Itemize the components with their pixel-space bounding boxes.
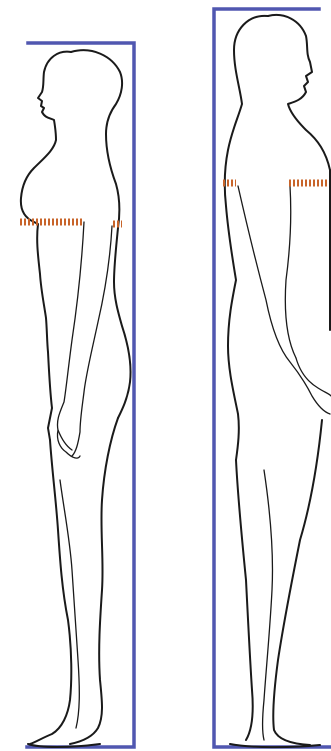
female-leg-back [70,418,118,744]
female-leg-front [30,440,71,744]
female-head-outline [21,52,71,440]
male-back-outline [225,16,268,460]
female-arm-back [72,226,112,456]
female-arm-front [57,222,84,450]
female-back-outline [71,50,131,418]
male-figure [225,15,331,747]
female-figure [21,50,131,747]
male-leg-front [273,420,322,745]
male-head-outline [268,15,330,170]
female-figure-frame [27,43,134,747]
male-arm-back [238,186,330,414]
male-leg-inner [263,470,273,740]
male-arm-front [285,186,296,358]
female-leg-inner [60,480,79,728]
female-hand [57,430,80,458]
male-leg-back [236,460,253,740]
